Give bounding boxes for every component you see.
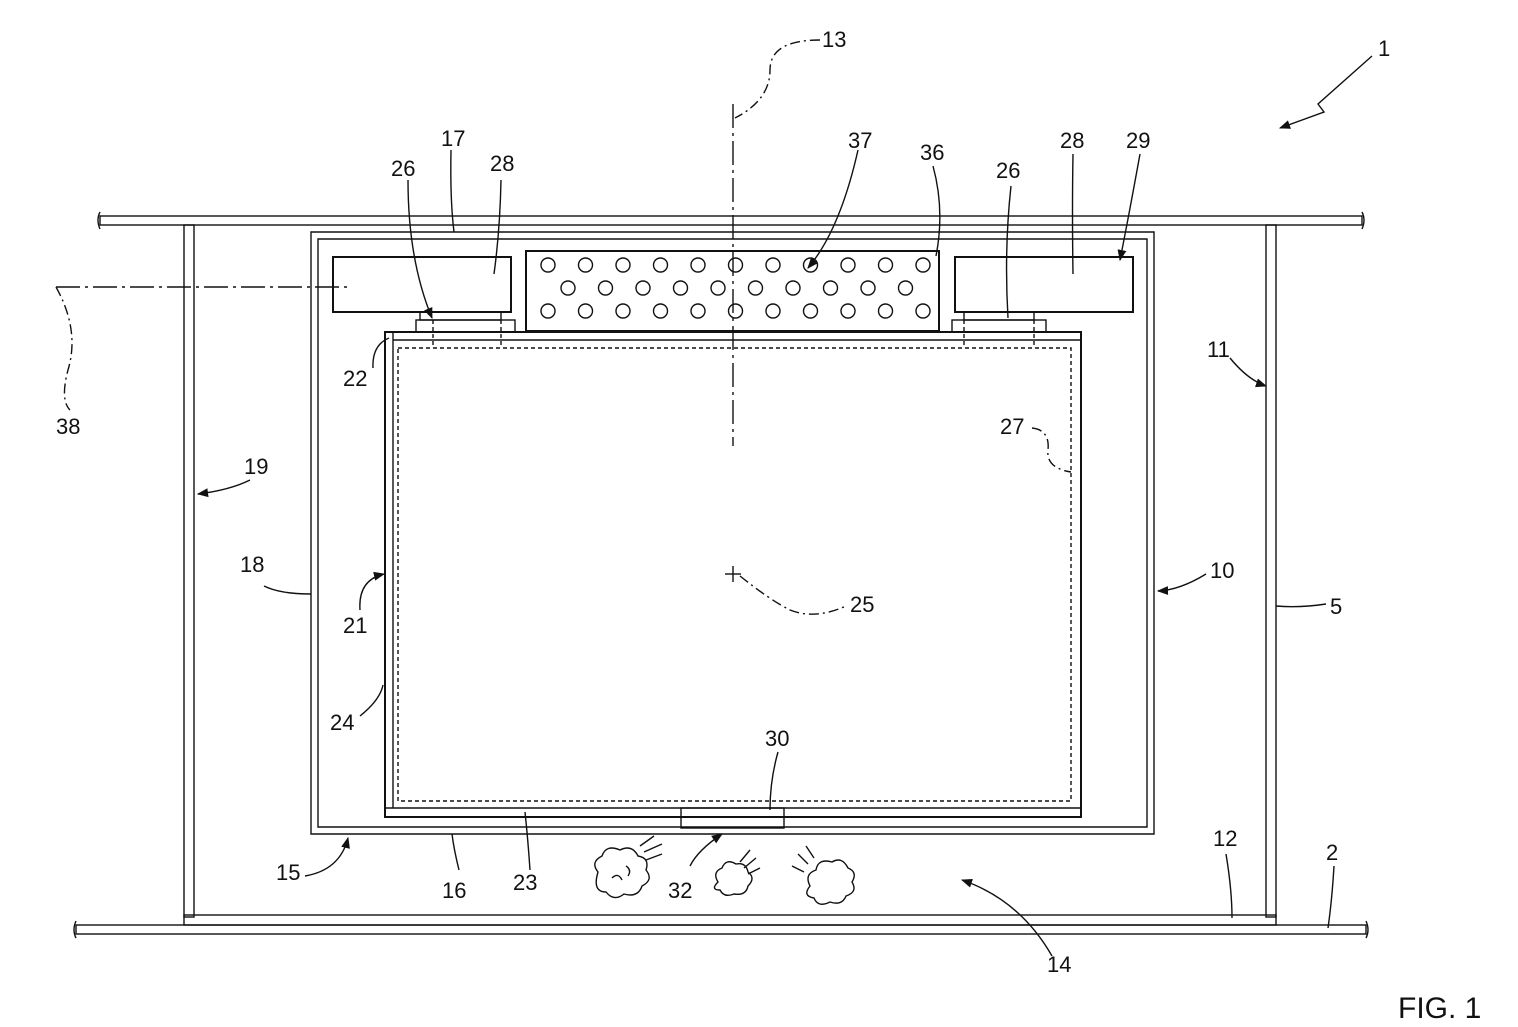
label-27: 27 xyxy=(1000,414,1024,439)
label-21: 21 xyxy=(343,613,367,638)
leader-lines xyxy=(56,40,1372,956)
label-32: 32 xyxy=(668,878,692,903)
label-37: 37 xyxy=(848,128,872,153)
label-16: 16 xyxy=(442,878,466,903)
circle-37 xyxy=(654,258,668,272)
label-26-right: 26 xyxy=(996,158,1020,183)
circle-37 xyxy=(561,281,575,295)
label-24: 24 xyxy=(330,710,354,735)
label-38: 38 xyxy=(56,414,80,439)
circle-37 xyxy=(579,304,593,318)
circle-37 xyxy=(766,304,780,318)
circle-37 xyxy=(599,281,613,295)
circle-37 xyxy=(616,304,630,318)
top-wall xyxy=(98,212,1364,229)
circle-37 xyxy=(766,258,780,272)
circle-37 xyxy=(916,258,930,272)
label-26-left: 26 xyxy=(391,156,415,181)
label-22: 22 xyxy=(343,366,367,391)
circles-37 xyxy=(541,258,930,318)
label-29: 29 xyxy=(1126,128,1150,153)
circle-37 xyxy=(804,304,818,318)
block-28-left xyxy=(333,257,511,312)
circle-37 xyxy=(916,304,930,318)
circle-37 xyxy=(674,281,688,295)
label-23: 23 xyxy=(513,870,537,895)
circle-37 xyxy=(879,258,893,272)
figure-caption: FIG. 1 xyxy=(1398,992,1481,1022)
label-36: 36 xyxy=(920,140,944,165)
housing xyxy=(311,232,1154,834)
circle-37 xyxy=(899,281,913,295)
circle-37 xyxy=(749,281,763,295)
circle-37 xyxy=(579,258,593,272)
label-2: 2 xyxy=(1326,840,1338,865)
label-28-right: 28 xyxy=(1060,128,1084,153)
circle-37 xyxy=(541,304,555,318)
circle-37 xyxy=(711,281,725,295)
label-17: 17 xyxy=(441,126,465,151)
label-14: 14 xyxy=(1047,952,1071,977)
label-5: 5 xyxy=(1330,594,1342,619)
circle-37 xyxy=(691,304,705,318)
circle-37 xyxy=(841,258,855,272)
label-15: 15 xyxy=(276,860,300,885)
circle-37 xyxy=(729,258,743,272)
circle-37 xyxy=(824,281,838,295)
label-25: 25 xyxy=(850,592,874,617)
gas-puffs xyxy=(595,836,854,904)
label-11: 11 xyxy=(1207,337,1230,362)
block-28-right xyxy=(955,257,1133,312)
label-19: 19 xyxy=(244,454,268,479)
circle-37 xyxy=(616,258,630,272)
support-26-right xyxy=(952,312,1046,332)
circle-37 xyxy=(786,281,800,295)
circle-37 xyxy=(691,258,705,272)
label-12: 12 xyxy=(1213,826,1237,851)
center-25 xyxy=(725,566,741,582)
label-10: 10 xyxy=(1210,558,1234,583)
circle-37 xyxy=(729,304,743,318)
label-18: 18 xyxy=(240,552,264,577)
circle-37 xyxy=(879,304,893,318)
circle-37 xyxy=(861,281,875,295)
bottom-wall xyxy=(74,921,1368,938)
circle-37 xyxy=(841,304,855,318)
label-13: 13 xyxy=(822,27,846,52)
label-28-left: 28 xyxy=(490,151,514,176)
circle-37 xyxy=(654,304,668,318)
circle-37 xyxy=(541,258,555,272)
label-30: 30 xyxy=(765,726,789,751)
circle-37 xyxy=(636,281,650,295)
label-1: 1 xyxy=(1378,36,1390,61)
